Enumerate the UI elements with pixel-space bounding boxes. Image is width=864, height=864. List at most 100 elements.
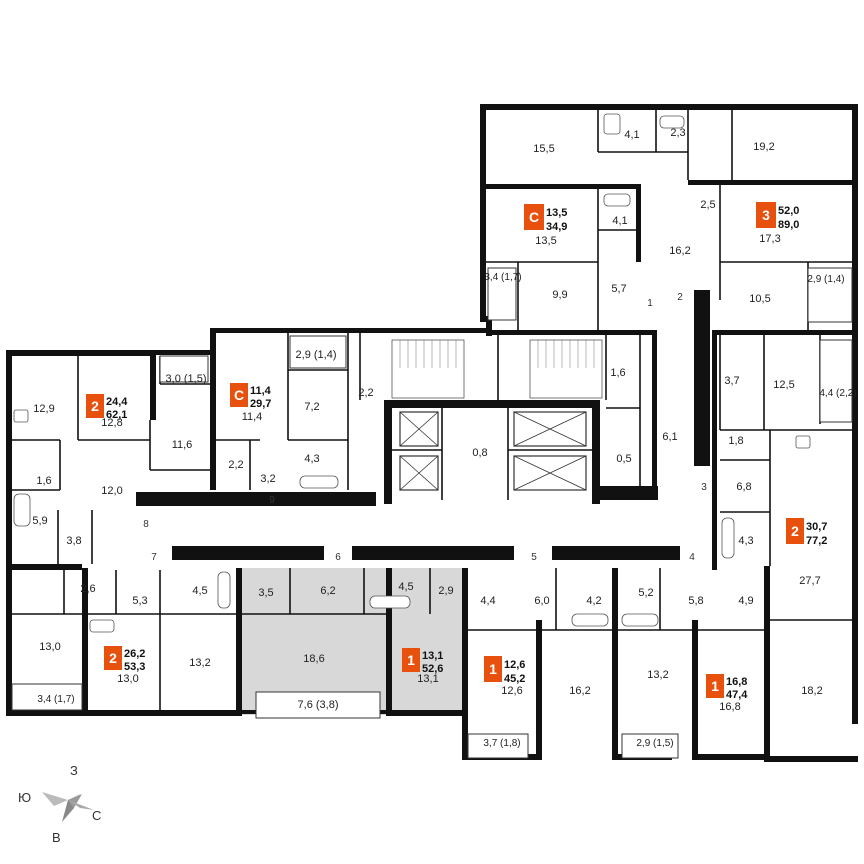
room-area-label: 7,2 [304,401,319,413]
room-area-label: 2,9 [438,585,453,597]
apartment-type: 1 [711,678,719,694]
door-number-5: 5 [531,552,537,563]
room-area-label: 2,9 (1,4) [807,274,844,285]
room-area-label: 6,0 [534,595,549,607]
compass-east-label: С [92,808,101,823]
stairs [391,339,603,399]
room-area-label: 12,6 [501,685,522,697]
room-area-label: 3,7 [724,375,739,387]
room-area-label: 0,5 [616,453,631,465]
apartment-badge-1room-b[interactable]: 1 12,6 45,2 [484,656,525,685]
room-area-label: 1,8 [728,435,743,447]
room-area-label: 2,2 [228,459,243,471]
room-area-label: 3,2 [260,473,275,485]
apartment-living-area: 16,8 [726,676,747,688]
room-area-label: 4,4 [480,595,495,607]
room-area-label: 13,1 [417,673,438,685]
room-area-label: 2,5 [700,199,715,211]
corridor-door-numbers: 1 2 3 4 5 6 7 8 9 [143,292,707,563]
room-area-label: 4,1 [624,129,639,141]
room-area-label: 16,2 [669,245,690,257]
room-area-label: 18,2 [801,685,822,697]
room-area-label: 19,2 [753,141,774,153]
room-area-label: 2,9 (1,4) [296,349,337,361]
apartment-type: 3 [762,207,770,223]
room-area-label: 4,5 [398,581,413,593]
door-number-2: 2 [677,292,683,303]
apartment-type: 2 [791,523,799,539]
room-area-label: 13,0 [39,641,60,653]
apartment-type: 2 [91,398,99,414]
apartment-badge-studio-1[interactable]: С 13,5 34,9 [524,204,567,233]
apartment-type: 1 [407,652,415,668]
room-area-label: 13,2 [189,657,210,669]
room-area-label: 3,7 (1,8) [483,738,520,749]
apartment-total-area: 77,2 [806,535,827,547]
room-area-label: 1,6 [610,367,625,379]
door-number-6: 6 [335,552,341,563]
apartment-living-area: 13,1 [422,650,443,662]
door-number-7: 7 [151,552,157,563]
apartment-type: 1 [489,661,497,677]
door-number-8: 8 [143,519,149,530]
room-area-label: 6,8 [736,481,751,493]
balconies [11,267,853,759]
apartment-type: С [529,209,539,225]
apartment-total-area: 29,7 [250,398,271,410]
room-area-labels: 15,5 4,1 2,3 19,2 2,5 16,2 13,5 4,1 17,3… [32,127,856,749]
apartment-badge-2room-east[interactable]: 2 30,7 77,2 [786,518,827,547]
compass-rose: З Ю С В [18,763,101,845]
room-area-label: 16,8 [719,701,740,713]
apartment-badge-2room-west[interactable]: 2 24,4 62,1 [86,394,128,421]
room-area-label: 2,9 (1,5) [636,738,673,749]
apartment-badge-2room-sw[interactable]: 2 26,2 53,3 [104,646,145,673]
room-area-label: 2,2 [358,387,373,399]
room-area-label: 5,9 [32,515,47,527]
door-number-4: 4 [689,552,695,563]
apartment-total-area: 47,4 [726,689,748,701]
apartment-living-area: 26,2 [124,648,145,660]
apartment-living-area: 52,0 [778,205,799,217]
apartment-total-area: 52,6 [422,663,443,675]
room-area-label: 4,9 [738,595,753,607]
apartment-total-area: 34,9 [546,221,567,233]
room-area-label: 0,8 [472,447,487,459]
room-area-label: 4,2 [586,595,601,607]
door-number-3: 3 [701,482,707,493]
compass-south-label: В [52,830,61,845]
highlighted-apartment-area [240,568,462,715]
room-area-label: 3,0 (1,5) [166,373,207,385]
door-number-9: 9 [269,495,275,506]
room-area-label: 27,7 [799,575,820,587]
apartment-type: 2 [109,650,117,666]
apartment-living-area: 11,4 [250,385,272,397]
room-area-label: 11,4 [242,411,263,423]
room-area-label: 4,3 [304,453,319,465]
apartment-type: С [234,387,244,403]
apartment-living-area: 30,7 [806,521,827,533]
room-area-label: 17,3 [759,233,780,245]
room-area-label: 13,5 [535,235,556,247]
elevators [399,411,587,491]
room-area-label: 13,0 [117,673,138,685]
apartment-badge-1room-c[interactable]: 1 16,8 47,4 [706,674,748,701]
room-area-label: 5,3 [132,595,147,607]
room-area-label: 13,2 [647,669,668,681]
apartment-total-area: 89,0 [778,219,799,231]
apartment-badge-studio-2[interactable]: С 11,4 29,7 [230,383,272,410]
room-area-label: 4,1 [612,215,627,227]
apartment-living-area: 13,5 [546,207,567,219]
room-area-label: 7,6 (3,8) [298,699,339,711]
apartment-total-area: 62,1 [106,409,127,421]
room-area-label: 1,6 [36,475,51,487]
apartment-badge-1room-a[interactable]: 1 13,1 52,6 [402,648,443,675]
room-area-label: 11,6 [172,439,193,451]
apartment-badge-3room[interactable]: 3 52,0 89,0 [756,202,799,231]
room-area-label: 4,3 [738,535,753,547]
room-area-label: 3,4 (1,7) [37,694,74,705]
room-area-label: 12,9 [33,403,54,415]
room-area-label: 3,5 [258,587,273,599]
compass-north-label: З [70,763,78,778]
room-area-label: 15,5 [533,143,554,155]
